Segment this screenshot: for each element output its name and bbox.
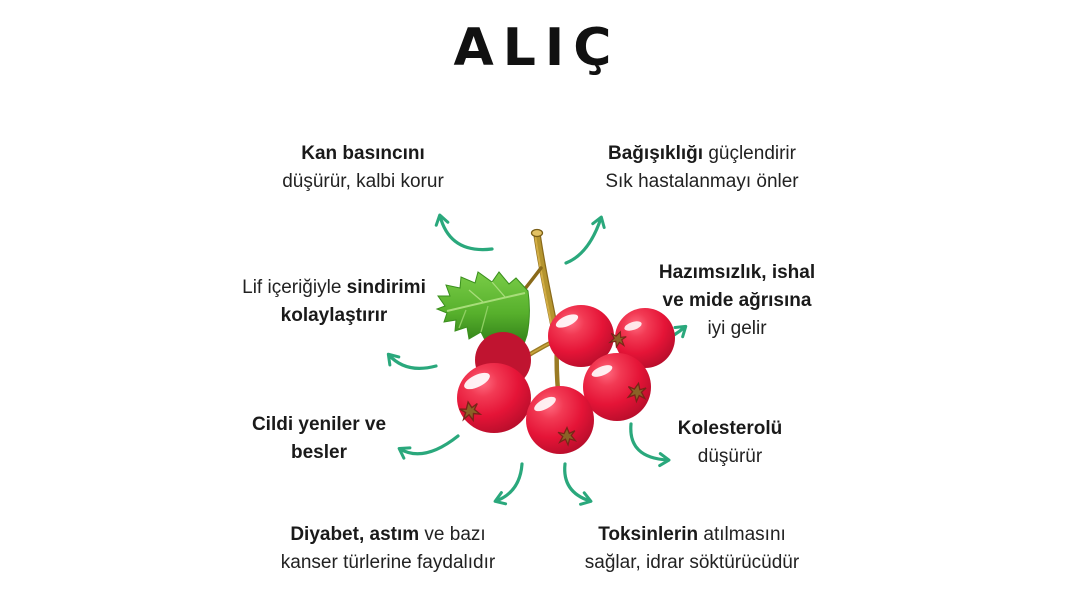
benefit-line: düşürür, kalbi korur [218,168,508,196]
benefit-diyabet: Diyabet, astım ve bazı kanser türlerine … [243,521,533,577]
benefit-line: düşürür [585,443,875,471]
benefit-text: besler [291,442,347,463]
benefit-text: Kolesterolü [677,418,783,439]
benefit-text: Toksinlerin [598,524,699,545]
benefit-text: Lif içeriğiyle [242,277,347,298]
benefit-line: Cildi yeniler ve [174,411,464,439]
berry-bottom [526,386,594,454]
benefit-line: ve mide ağrısına [592,287,882,315]
benefit-text: iyi gelir [707,318,767,339]
arrow-to-cilt-icon [397,434,460,460]
benefit-line: besler [174,439,464,467]
benefit-text: düşürür [697,446,763,467]
benefit-text: Diyabet, astım [290,524,420,545]
benefit-line: Lif içeriğiyle sindirimi [189,274,479,302]
benefit-text: Cildi yeniler ve [251,414,387,435]
benefit-line: Hazımsızlık, ishal [592,259,882,287]
page-title: ALIÇ [453,18,621,78]
benefit-text: ve mide ağrısına [662,290,812,311]
benefit-text: düşürür, kalbi korur [282,171,444,192]
benefit-text: sindirimi [346,277,426,298]
benefit-line: Sık hastalanmayı önler [557,168,847,196]
arrow-to-diyabet-icon [493,462,524,506]
benefit-line: kanser türlerine faydalıdır [243,549,533,577]
benefit-text: kanser türlerine faydalıdır [280,552,496,573]
benefit-hazimsizlik: Hazımsızlık, ishal ve mide ağrısına iyi … [592,259,882,343]
benefit-kan-basinci: Kan basıncını düşürür, kalbi korur [218,140,508,196]
benefit-text: Bağışıklığı [608,143,704,164]
benefit-text: Kan basıncını [301,143,425,164]
benefit-line: Kan basıncını [218,140,508,168]
benefit-line: Diyabet, astım ve bazı [243,521,533,549]
benefit-text: Hazımsızlık, ishal [658,262,816,283]
benefit-text: kolaylaştırır [280,305,388,326]
berry-left [457,363,531,433]
arrow-to-toksin-icon [563,462,593,506]
benefit-cilt: Cildi yeniler ve besler [174,411,464,467]
benefit-text: sağlar, idrar söktürücüdür [584,552,800,573]
benefit-text: güçlendirir [703,143,796,164]
benefit-kolesterol: Kolesterolü düşürür [585,415,875,471]
benefit-line: kolaylaştırır [189,302,479,330]
benefit-toksin: Toksinlerin atılmasını sağlar, idrar sök… [547,521,837,577]
berry-right [583,353,651,421]
benefit-line: Bağışıklığı güçlendirir [557,140,847,168]
arrow-to-sindirim-icon [386,352,438,370]
leaf-icon [435,271,530,348]
benefit-line: Kolesterolü [585,415,875,443]
benefit-line: sağlar, idrar söktürücüdür [547,549,837,577]
benefit-text: Sık hastalanmayı önler [605,171,799,192]
benefit-bagisiklik: Bağışıklığı güçlendirir Sık hastalanmayı… [557,140,847,196]
arrow-to-kolesterol-icon [629,422,671,468]
berries [457,305,675,454]
benefit-line: iyi gelir [592,315,882,343]
arrow-to-bagisiklik-icon [564,215,606,265]
arrow-to-kan-basinci-icon [434,213,494,252]
benefit-line: Toksinlerin atılmasını [547,521,837,549]
benefit-sindirim: Lif içeriğiyle sindirimi kolaylaştırır [189,274,479,330]
benefit-text: atılmasını [698,524,786,545]
benefit-text: ve bazı [419,524,486,545]
